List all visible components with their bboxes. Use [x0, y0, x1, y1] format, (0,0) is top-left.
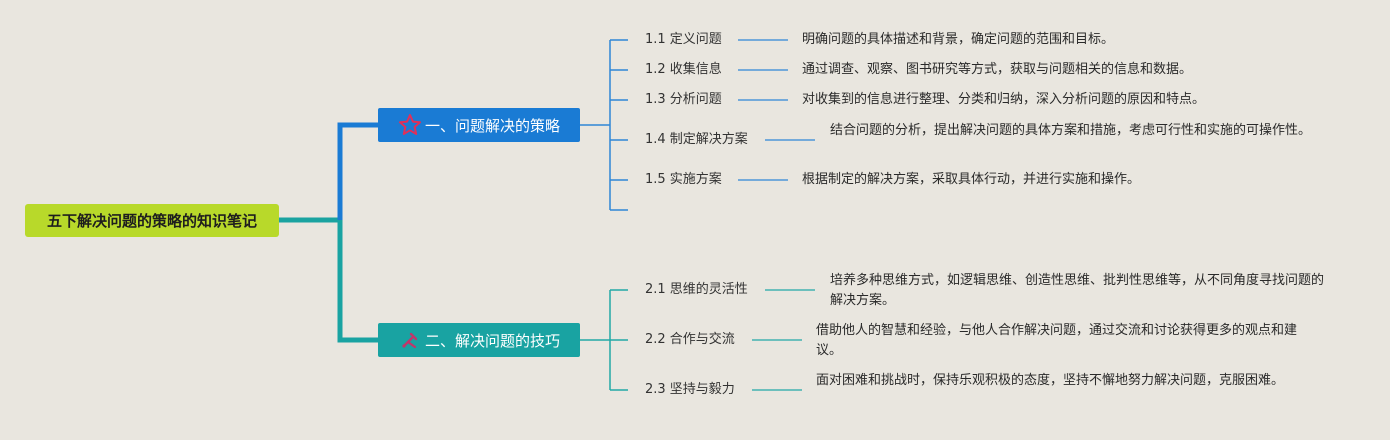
star-icon — [398, 113, 422, 137]
desc-node-1-2: 通过调查、观察、图书研究等方式，获取与问题相关的信息和数据。 — [802, 60, 1322, 80]
connector-b2-desc-lines — [752, 289, 815, 391]
sub-node-1-2[interactable]: 1.2 收集信息 — [645, 60, 722, 80]
sub-node-1-5[interactable]: 1.5 实施方案 — [645, 170, 722, 190]
sub-node-label: 1.4 制定解决方案 — [645, 132, 748, 147]
branch-node-label: 一、问题解决的策略 — [424, 116, 560, 135]
sub-node-2-3[interactable]: 2.3 坚持与毅力 — [645, 380, 735, 400]
desc-text: 面对困难和挑战时，保持乐观积极的态度，坚持不懈地努力解决问题，克服困难。 — [816, 373, 1285, 388]
root-node-label: 五下解决问题的策略的知识笔记 — [46, 212, 257, 230]
desc-text: 明确问题的具体描述和背景，确定问题的范围和目标。 — [802, 32, 1115, 47]
branch-node-strategies[interactable]: 一、问题解决的策略 — [378, 108, 580, 142]
desc-text: 通过调查、观察、图书研究等方式，获取与问题相关的信息和数据。 — [802, 62, 1193, 77]
desc-node-2-1: 培养多种思维方式，如逻辑思维、创造性思维、批判性思维等，从不同角度寻找问题的解决… — [830, 271, 1324, 311]
sub-node-label: 2.2 合作与交流 — [645, 332, 735, 347]
sub-node-1-4[interactable]: 1.4 制定解决方案 — [645, 130, 748, 150]
connector-b2-ticks — [610, 289, 628, 391]
sub-node-label: 1.1 定义问题 — [645, 32, 722, 47]
branch-node-techniques[interactable]: 二、解决问题的技巧 — [378, 323, 580, 357]
connector-branch2 — [337, 220, 378, 343]
connector-b1-ticks — [610, 39, 628, 211]
branch-node-label: 二、解决问题的技巧 — [424, 331, 560, 350]
connector-branch2-spine — [580, 290, 611, 390]
root-node[interactable]: 五下解决问题的策略的知识笔记 — [25, 204, 279, 237]
desc-node-1-3: 对收集到的信息进行整理、分类和归纳，深入分析问题的原因和特点。 — [802, 90, 1322, 110]
sub-node-label: 2.1 思维的灵活性 — [645, 282, 748, 297]
desc-text: 根据制定的解决方案，采取具体行动，并进行实施和操作。 — [802, 172, 1141, 187]
sub-node-label: 1.5 实施方案 — [645, 172, 722, 187]
tools-icon — [398, 328, 422, 352]
sub-node-2-2[interactable]: 2.2 合作与交流 — [645, 330, 735, 350]
desc-node-2-3: 面对困难和挑战时，保持乐观积极的态度，坚持不懈地努力解决问题，克服困难。 — [816, 371, 1312, 391]
desc-node-1-4: 结合问题的分析，提出解决问题的具体方案和措施，考虑可行性和实施的可操作性。 — [830, 121, 1324, 141]
sub-node-1-1[interactable]: 1.1 定义问题 — [645, 30, 722, 50]
sub-node-1-3[interactable]: 1.3 分析问题 — [645, 90, 722, 110]
desc-node-2-2: 借助他人的智慧和经验，与他人合作解决问题，通过交流和讨论获得更多的观点和建议。 — [816, 321, 1312, 361]
desc-node-1-5: 根据制定的解决方案，采取具体行动，并进行实施和操作。 — [802, 170, 1322, 190]
desc-text: 培养多种思维方式，如逻辑思维、创造性思维、批判性思维等，从不同角度寻找问题的解决… — [830, 273, 1325, 308]
sub-node-label: 1.3 分析问题 — [645, 92, 722, 107]
desc-text: 结合问题的分析，提出解决问题的具体方案和措施，考虑可行性和实施的可操作性。 — [830, 123, 1312, 138]
connector-b1-desc-lines — [738, 39, 815, 181]
sub-node-label: 2.3 坚持与毅力 — [645, 382, 735, 397]
connector-branch1 — [337, 122, 378, 220]
sub-node-2-1[interactable]: 2.1 思维的灵活性 — [645, 280, 748, 300]
connector-branch1-spine — [580, 40, 611, 210]
sub-node-label: 1.2 收集信息 — [645, 62, 722, 77]
desc-text: 借助他人的智慧和经验，与他人合作解决问题，通过交流和讨论获得更多的观点和建议。 — [816, 323, 1298, 358]
desc-text: 对收集到的信息进行整理、分类和归纳，深入分析问题的原因和特点。 — [802, 92, 1206, 107]
desc-node-1-1: 明确问题的具体描述和背景，确定问题的范围和目标。 — [802, 30, 1322, 50]
